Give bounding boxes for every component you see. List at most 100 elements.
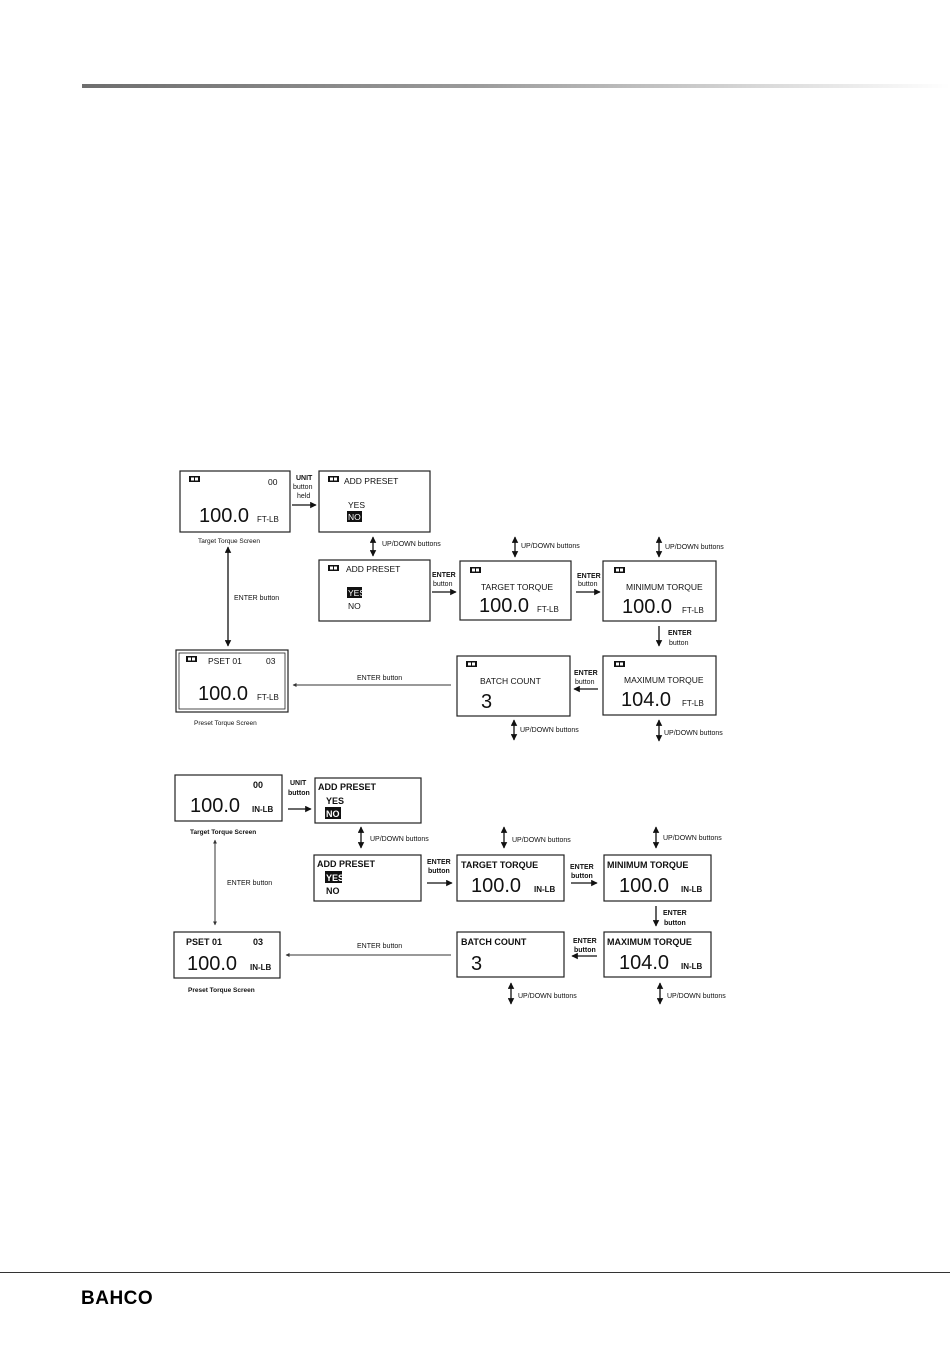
footer-rule (0, 1272, 950, 1273)
target-torque-screen: 00 100.0 FT-LB (179, 470, 291, 533)
torque-value: 100.0 (471, 875, 521, 897)
enter-label-5: ENTER button (357, 675, 402, 682)
enter-label-3: ENTER (663, 910, 687, 917)
flow-inlb: 00 100.0 IN-LB Target Torque Screen UNIT… (173, 774, 726, 1005)
enter-label-4b: button (575, 679, 595, 686)
enter-label-4: ENTER (574, 670, 598, 677)
target-screen-caption: Target Torque Screen (190, 829, 256, 836)
screen-title: ADD PRESET (317, 859, 376, 869)
preset-torque-screen: PSET 01 03 100.0 IN-LB (173, 931, 281, 979)
enter-label-3b: button (664, 920, 686, 927)
screen-title: MINIMUM TORQUE (607, 860, 688, 870)
unit-label-2: button (293, 484, 313, 491)
screen-title: ADD PRESET (346, 564, 400, 574)
screen-title: TARGET TORQUE (461, 860, 538, 870)
target-torque-screen: 00 100.0 IN-LB (174, 774, 283, 822)
option-yes-selected: YES (326, 873, 344, 883)
torque-value: 100.0 (187, 953, 237, 975)
target-torque-setting-screen: TARGET TORQUE 100.0 FT-LB (459, 560, 572, 621)
enter-label-3b: button (669, 640, 689, 647)
torque-value: 104.0 (621, 689, 671, 711)
battery-icon (186, 656, 197, 662)
unit-label-1: UNIT (296, 475, 313, 482)
enter-label-2b: button (578, 581, 598, 588)
torque-unit: FT-LB (682, 699, 704, 708)
maximum-torque-screen: MAXIMUM TORQUE 104.0 IN-LB (603, 931, 712, 978)
preset-torque-screen: PSET 01 03 100.0 FT-LB (175, 649, 289, 713)
battery-icon (614, 567, 625, 573)
enter-label-vertical: ENTER button (234, 595, 279, 602)
updown-label: UP/DOWN buttons (667, 993, 726, 1000)
enter-label-1: ENTER (427, 859, 451, 866)
battery-icon (328, 476, 339, 482)
torque-value: 100.0 (198, 683, 248, 705)
updown-label: UP/DOWN buttons (520, 727, 579, 734)
preset-title: PSET 01 (208, 656, 242, 666)
header-rule (82, 84, 950, 88)
battery-icon (470, 567, 481, 573)
enter-label-4: ENTER (573, 938, 597, 945)
enter-label-2b: button (571, 873, 593, 880)
battery-icon (189, 476, 200, 482)
torque-unit: FT-LB (257, 515, 279, 524)
torque-value: 104.0 (619, 952, 669, 974)
option-no-selected: NO (326, 809, 340, 819)
enter-label-5: ENTER button (357, 943, 402, 950)
torque-unit: IN-LB (250, 963, 272, 972)
option-no: NO (326, 886, 340, 896)
preset-code: 03 (266, 656, 276, 666)
screen-title: ADD PRESET (318, 782, 377, 792)
torque-value: 100.0 (479, 595, 529, 617)
battery-icon (466, 661, 477, 667)
screen-code: 00 (268, 477, 278, 487)
torque-unit: IN-LB (681, 885, 703, 894)
enter-label-3: ENTER (668, 630, 692, 637)
screen-title: BATCH COUNT (461, 937, 527, 947)
preset-code: 03 (253, 937, 263, 947)
batch-count-screen: BATCH COUNT 3 (456, 655, 571, 717)
torque-unit: IN-LB (534, 885, 556, 894)
screen-title: ADD PRESET (344, 476, 398, 486)
screen-title: MAXIMUM TORQUE (607, 937, 692, 947)
enter-label-vertical: ENTER button (227, 880, 272, 887)
updown-label: UP/DOWN buttons (665, 544, 724, 551)
unit-label-1: UNIT (290, 780, 307, 787)
screen-title: MINIMUM TORQUE (626, 582, 703, 592)
battery-icon (328, 565, 339, 571)
option-no-selected: NO (348, 512, 361, 522)
updown-label: UP/DOWN buttons (370, 836, 429, 843)
add-preset-yes-screen: ADD PRESET YES NO (318, 559, 431, 622)
unit-label-2: button (288, 790, 310, 797)
enter-label-1: ENTER (432, 572, 456, 579)
enter-label-1b: button (433, 581, 453, 588)
target-screen-caption: Target Torque Screen (198, 538, 260, 545)
torque-value: 100.0 (622, 596, 672, 618)
minimum-torque-screen: MINIMUM TORQUE 100.0 FT-LB (602, 560, 717, 622)
batch-value: 3 (471, 953, 482, 975)
preset-screen-caption: Preset Torque Screen (194, 720, 257, 727)
target-torque-setting-screen: TARGET TORQUE 100.0 IN-LB (456, 854, 565, 902)
updown-label: UP/DOWN buttons (521, 543, 580, 550)
screen-title: TARGET TORQUE (481, 582, 553, 592)
maximum-torque-screen: MAXIMUM TORQUE 104.0 FT-LB (602, 655, 717, 716)
torque-value: 100.0 (199, 505, 249, 527)
preset-screen-caption: Preset Torque Screen (188, 987, 255, 994)
add-preset-yes-screen: ADD PRESET YES NO (313, 854, 422, 902)
enter-label-1b: button (428, 868, 450, 875)
add-preset-no-screen: ADD PRESET YES NO (314, 777, 422, 824)
screen-title: BATCH COUNT (480, 676, 541, 686)
torque-unit: FT-LB (682, 606, 704, 615)
torque-value: 100.0 (619, 875, 669, 897)
unit-label-3: held (297, 493, 310, 500)
updown-label: UP/DOWN buttons (663, 835, 722, 842)
updown-label: UP/DOWN buttons (518, 993, 577, 1000)
enter-label-4b: button (574, 947, 596, 954)
option-yes: YES (348, 500, 365, 510)
add-preset-no-screen: ADD PRESET YES NO (318, 470, 431, 533)
batch-count-screen: BATCH COUNT 3 (456, 931, 565, 978)
torque-unit: FT-LB (537, 605, 559, 614)
batch-value: 3 (481, 691, 492, 713)
torque-value: 100.0 (190, 795, 240, 817)
torque-unit: IN-LB (252, 805, 274, 814)
